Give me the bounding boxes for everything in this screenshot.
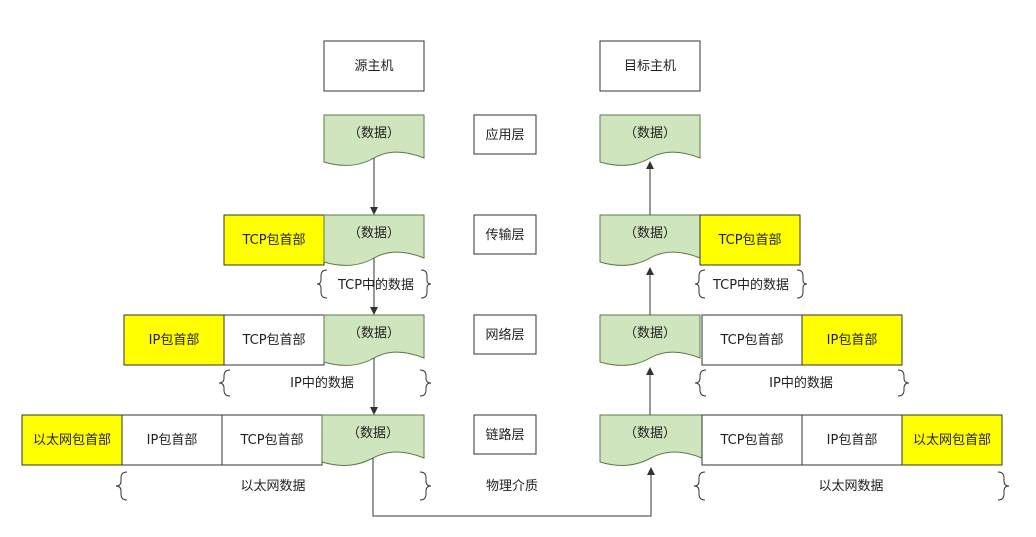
src-link-data: （数据）	[321, 414, 425, 466]
src-transport-data: （数据）	[323, 214, 425, 266]
layer-transport: 传输层	[473, 214, 537, 255]
src-network-ip-header: IP包首部	[123, 314, 225, 366]
src-transport-tcp-header-label: TCP包首部	[241, 233, 305, 248]
dst-eth-brace-left	[693, 471, 706, 501]
source-host-box: 源主机	[323, 40, 425, 92]
physical-medium-path	[372, 458, 655, 517]
dst-link-data-label: （数据）	[624, 426, 676, 441]
src-tcp-brace-left	[316, 269, 328, 299]
dst-network-data-label: （数据）	[624, 326, 676, 341]
dst-transport-data-label: （数据）	[624, 226, 676, 241]
dst-ip-brace-right	[897, 369, 910, 397]
src-eth-span-label: 以太网数据	[240, 479, 305, 494]
src-network-data-label: （数据）	[348, 326, 400, 341]
layer-link-label: 链路层	[485, 427, 524, 443]
dst-app-data-label: （数据）	[624, 126, 676, 141]
src-tcp-brace-right	[420, 269, 432, 299]
src-app-data-label: （数据）	[348, 126, 400, 141]
src-network-ip-header-label: IP包首部	[149, 333, 200, 348]
src-link-tcp-header: TCP包首部	[221, 414, 323, 466]
target-host-label: 目标主机	[624, 59, 676, 74]
src-app-data: （数据）	[323, 114, 425, 166]
dst-ip-span-label: IP中的数据	[769, 375, 833, 391]
src-ip-span-label: IP中的数据	[290, 375, 354, 391]
src-link-eth-header-label: 以太网包首部	[33, 433, 111, 448]
dst-tcp-brace-right	[796, 269, 808, 299]
dst-link-data: （数据）	[599, 414, 703, 466]
dst-network-tcp-header-label: TCP包首部	[719, 333, 783, 348]
dst-link-eth-header: 以太网包首部	[901, 414, 1003, 466]
dst-eth-span-label: 以太网数据	[818, 479, 883, 494]
physical-medium-label: 物理介质	[486, 479, 538, 494]
layer-app: 应用层	[473, 114, 537, 155]
dst-app-data: （数据）	[599, 114, 701, 166]
source-host-label: 源主机	[354, 59, 393, 74]
src-link-ip-header: IP包首部	[121, 414, 223, 466]
src-link-ip-header-label: IP包首部	[147, 433, 198, 448]
src-link-eth-header: 以太网包首部	[21, 414, 123, 466]
src-transport-tcp-header: TCP包首部	[223, 214, 325, 266]
dst-transport-data: （数据）	[599, 214, 701, 266]
src-eth-brace-left	[115, 471, 128, 501]
dst-tcp-brace-left	[694, 269, 706, 299]
dst-tcp-span-label: TCP中的数据	[712, 277, 789, 293]
src-link-data-label: （数据）	[347, 426, 399, 441]
dst-transport-tcp-header-label: TCP包首部	[717, 233, 781, 248]
src-tcp-span-label: TCP中的数据	[337, 277, 414, 293]
src-network-tcp-header-label: TCP包首部	[241, 333, 305, 348]
src-ip-brace-right	[419, 369, 432, 397]
dst-link-tcp-header: TCP包首部	[701, 414, 803, 466]
target-host-box: 目标主机	[599, 40, 701, 92]
dst-network-ip-header: IP包首部	[801, 314, 903, 366]
src-eth-brace-right	[419, 471, 432, 501]
dst-network-tcp-header: TCP包首部	[701, 314, 803, 366]
dst-link-ip-header-label: IP包首部	[827, 433, 878, 448]
dst-transport-tcp-header: TCP包首部	[699, 214, 801, 266]
dst-network-data: （数据）	[599, 314, 701, 366]
layer-link: 链路层	[473, 414, 537, 455]
dst-link-tcp-header-label: TCP包首部	[719, 433, 783, 448]
dst-network-ip-header-label: IP包首部	[827, 333, 878, 348]
layer-network-label: 网络层	[485, 327, 524, 343]
dst-link-eth-header-label: 以太网包首部	[913, 433, 991, 448]
src-link-tcp-header-label: TCP包首部	[239, 433, 303, 448]
layer-app-label: 应用层	[485, 127, 524, 143]
dst-ip-brace-left	[694, 369, 707, 397]
layer-transport-label: 传输层	[485, 227, 524, 243]
src-network-tcp-header: TCP包首部	[223, 314, 325, 366]
src-transport-data-label: （数据）	[348, 226, 400, 241]
dst-eth-brace-right	[997, 471, 1010, 501]
layer-network: 网络层	[473, 314, 537, 355]
src-ip-brace-left	[218, 369, 231, 397]
dst-link-ip-header: IP包首部	[801, 414, 903, 466]
src-network-data: （数据）	[323, 314, 425, 366]
